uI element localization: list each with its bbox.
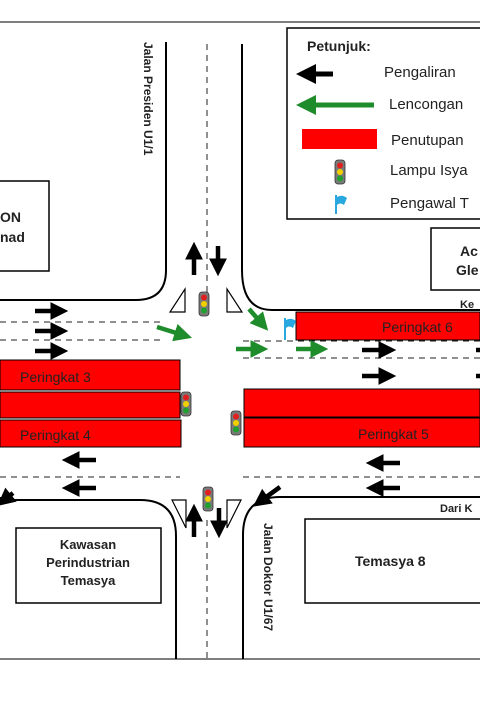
closure-peringkat-4: Peringkat 4: [0, 419, 182, 448]
closure-bars: Peringkat 3 Peringkat 4 Peringkat 5 Peri…: [0, 311, 480, 448]
svg-text:Penutupan: Penutupan: [391, 132, 464, 149]
svg-text:Peringkat 6: Peringkat 6: [382, 319, 453, 335]
red-closure-icon: [302, 129, 377, 149]
traffic-light-icon: [180, 391, 192, 417]
building-bottom-right: Temasya 8: [304, 518, 480, 604]
closure-peringkat-5: Peringkat 5: [243, 417, 480, 448]
svg-text:Temasya: Temasya: [61, 573, 116, 588]
traffic-light-icon: [202, 486, 214, 512]
svg-text:Peringkat 3: Peringkat 3: [20, 369, 91, 385]
detour-arrows: [156, 307, 329, 358]
direction-label-from-east: Dari K: [440, 503, 472, 515]
traffic-islands: [168, 286, 244, 529]
svg-text:Peringkat 5: Peringkat 5: [358, 426, 429, 442]
blue-flag-icon: [335, 195, 347, 214]
flow-arrow-southwest: [0, 487, 17, 506]
flow-arrow-southeast: [252, 485, 282, 507]
svg-text:Gle: Gle: [456, 262, 479, 278]
svg-text:ON: ON: [0, 209, 21, 225]
road-label-south: Jalan Doktor U1/67: [261, 523, 275, 631]
closure-peringkat-6: Peringkat 6: [295, 311, 480, 341]
traffic-light-icon: [198, 291, 210, 317]
road-edges: [0, 42, 480, 659]
flow-arrows: [0, 241, 480, 539]
svg-text:Pengaliran: Pengaliran: [384, 64, 456, 81]
detour-arrow-1: [156, 323, 193, 342]
svg-text:Pengawal T: Pengawal T: [390, 195, 469, 212]
map-frame: [0, 21, 480, 660]
svg-text:Ac: Ac: [460, 243, 478, 259]
building-bottom-left: Kawasan Perindustrian Temasya: [15, 527, 162, 604]
direction-label-east: Ke: [460, 299, 474, 311]
svg-text:Kawasan: Kawasan: [60, 537, 116, 552]
traffic-light-icon: [230, 410, 242, 436]
building-top-right: Ac Gle: [430, 227, 480, 291]
building-top-left: ON nad: [0, 180, 50, 272]
svg-text:Perindustrian: Perindustrian: [46, 555, 130, 570]
svg-text:Temasya 8: Temasya 8: [355, 553, 426, 569]
svg-text:Lampu Isya: Lampu Isya: [390, 162, 468, 179]
svg-text:nad: nad: [0, 229, 25, 245]
closure-bar-east: [243, 388, 480, 418]
svg-text:Petunjuk:: Petunjuk:: [307, 38, 371, 54]
lane-markings: [0, 44, 480, 659]
blue-flag-icon: [284, 318, 296, 340]
svg-text:Peringkat 4: Peringkat 4: [20, 427, 91, 443]
closure-peringkat-3: Peringkat 3: [0, 359, 181, 391]
road-label-north: Jalan Presiden U1/1: [141, 42, 155, 156]
svg-text:Lencongan: Lencongan: [389, 96, 463, 113]
traffic-light-icon: [334, 159, 346, 185]
closure-bar-middle: [0, 391, 181, 419]
detour-arrow-2: [247, 307, 269, 331]
legend: Petunjuk: Pengaliran Lencongan Penutupan…: [286, 27, 480, 220]
traffic-lights: [180, 291, 242, 512]
